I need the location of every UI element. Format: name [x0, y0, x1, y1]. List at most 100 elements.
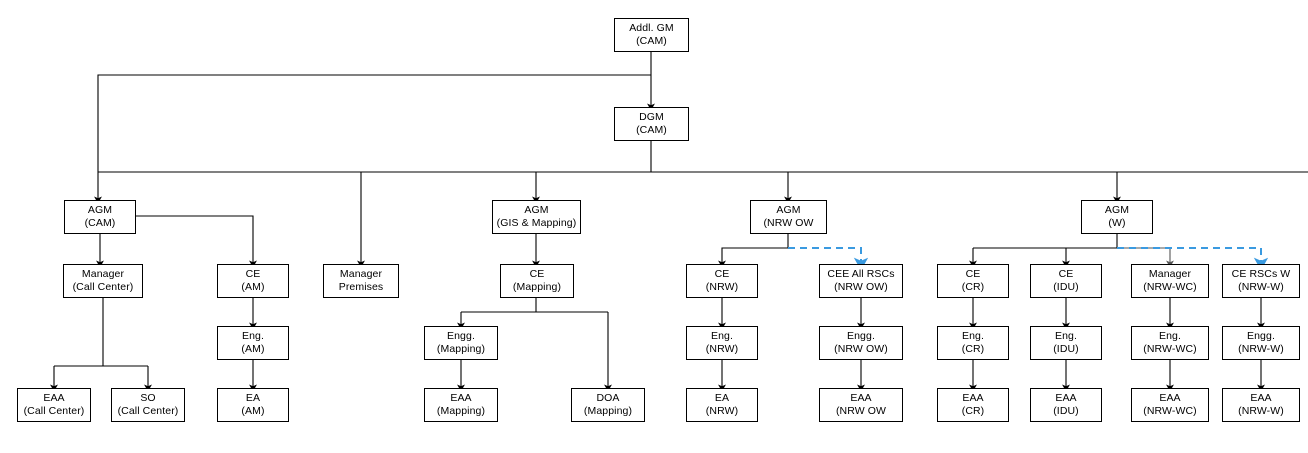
- org-node-eaa-mapping[interactable]: EAA(Mapping): [424, 388, 498, 422]
- node-title: CE: [965, 268, 981, 280]
- node-subtitle: (IDU): [1053, 281, 1079, 293]
- node-subtitle: (CR): [961, 405, 985, 417]
- org-node-eaa-call-center[interactable]: EAA(Call Center): [17, 388, 91, 422]
- node-title: Eng.: [242, 330, 264, 342]
- org-node-eaa-idu[interactable]: EAA(IDU): [1030, 388, 1102, 422]
- org-node-eaa-nrw-w[interactable]: EAA(NRW-W): [1222, 388, 1300, 422]
- org-node-agm-w[interactable]: AGM(W): [1081, 200, 1153, 234]
- node-subtitle: (NRW OW): [834, 281, 888, 293]
- org-node-eaa-nrw-wc[interactable]: EAA(NRW-WC): [1131, 388, 1209, 422]
- connector-agmw-to-mgr-nrwwc: [1117, 247, 1174, 268]
- node-title: DGM: [639, 111, 664, 123]
- node-title: CE RSCs W: [1231, 268, 1291, 280]
- node-title: AGM: [87, 204, 113, 216]
- node-subtitle: (NRW OW): [834, 343, 888, 355]
- org-node-ea-nrw[interactable]: EA(NRW): [686, 388, 758, 422]
- node-title: Manager: [1148, 268, 1192, 280]
- org-node-ce-rscs-w[interactable]: CE RSCs W(NRW-W): [1222, 264, 1300, 298]
- node-subtitle: (Mapping): [436, 405, 486, 417]
- node-title: EA: [245, 392, 261, 404]
- org-node-eaa-nrw-ow[interactable]: EAA(NRW OW: [819, 388, 903, 422]
- org-node-engg-nrw-w[interactable]: Engg.(NRW-W): [1222, 326, 1300, 360]
- node-title: Eng.: [962, 330, 984, 342]
- node-subtitle: (W): [1108, 217, 1126, 229]
- org-node-engg-nrw-ow[interactable]: Engg.(NRW OW): [819, 326, 903, 360]
- node-title: EAA: [850, 392, 872, 404]
- node-title: EAA: [1250, 392, 1272, 404]
- node-subtitle: (NRW-W): [1238, 343, 1284, 355]
- org-node-ea-am[interactable]: EA(AM): [217, 388, 289, 422]
- node-subtitle: (NRW): [705, 281, 739, 293]
- node-title: EAA: [962, 392, 984, 404]
- org-node-addl-gm-cam[interactable]: Addl. GM(CAM): [614, 18, 689, 52]
- node-subtitle: (CR): [961, 281, 985, 293]
- org-node-eng-nrw[interactable]: Eng.(NRW): [686, 326, 758, 360]
- node-title: AGM: [776, 204, 801, 216]
- node-subtitle: (AM): [241, 281, 265, 293]
- node-title: AGM: [524, 204, 549, 216]
- node-title: Eng.: [711, 330, 733, 342]
- org-node-eng-idu[interactable]: Eng.(IDU): [1030, 326, 1102, 360]
- node-subtitle: (NRW-WC): [1143, 343, 1197, 355]
- node-subtitle: (NRW-WC): [1143, 281, 1197, 293]
- org-node-eng-am[interactable]: Eng.(AM): [217, 326, 289, 360]
- node-title: Manager: [81, 268, 125, 280]
- node-title: EAA: [1055, 392, 1077, 404]
- node-subtitle: (IDU): [1053, 405, 1079, 417]
- org-node-eng-cr[interactable]: Eng.(CR): [937, 326, 1009, 360]
- org-node-ce-am[interactable]: CE(AM): [217, 264, 289, 298]
- org-node-agm-cam[interactable]: AGM(CAM): [64, 200, 136, 234]
- node-title: EAA: [450, 392, 472, 404]
- node-title: CE: [714, 268, 730, 280]
- node-title: CE: [529, 268, 545, 280]
- org-node-cee-all-rscs[interactable]: CEE All RSCs(NRW OW): [819, 264, 903, 298]
- org-node-so-call-center[interactable]: SO(Call Center): [111, 388, 185, 422]
- node-title: CE: [245, 268, 261, 280]
- org-node-doa-mapping[interactable]: DOA(Mapping): [571, 388, 645, 422]
- node-subtitle: (Mapping): [436, 343, 486, 355]
- node-subtitle: (NRW-WC): [1143, 405, 1197, 417]
- org-node-ce-nrw[interactable]: CE(NRW): [686, 264, 758, 298]
- org-node-agm-nrw-ow[interactable]: AGM(NRW OW: [750, 200, 827, 234]
- org-node-dgm-cam[interactable]: DGM(CAM): [614, 107, 689, 141]
- node-title: Engg.: [1247, 330, 1275, 342]
- connector-agmnrw-to-cee: [788, 247, 869, 271]
- node-subtitle: (Call Center): [117, 405, 179, 417]
- node-subtitle: (Call Center): [23, 405, 85, 417]
- node-subtitle: (CAM): [636, 124, 667, 136]
- org-node-manager-nrw-wc[interactable]: Manager(NRW-WC): [1131, 264, 1209, 298]
- node-subtitle: Premises: [338, 281, 384, 293]
- org-node-agm-gis-mapping[interactable]: AGM(GIS & Mapping): [492, 200, 581, 234]
- node-title: Eng.: [1055, 330, 1077, 342]
- node-subtitle: (NRW): [705, 343, 739, 355]
- connector-addlgm-to-leftbus: [97, 74, 651, 172]
- node-title: Engg.: [447, 330, 475, 342]
- node-subtitle: (Mapping): [512, 281, 562, 293]
- node-subtitle: (AM): [241, 405, 265, 417]
- connector-agmw-to-ce-rscs-w: [1117, 247, 1269, 271]
- org-node-engg-mapping[interactable]: Engg.(Mapping): [424, 326, 498, 360]
- org-node-ce-cr[interactable]: CE(CR): [937, 264, 1009, 298]
- node-subtitle: (NRW-W): [1238, 281, 1284, 293]
- node-title: Engg.: [847, 330, 875, 342]
- node-title: CEE All RSCs: [827, 268, 895, 280]
- node-title: EAA: [1159, 392, 1181, 404]
- node-subtitle: (GIS & Mapping): [496, 217, 577, 229]
- org-node-manager-call-center[interactable]: Manager(Call Center): [63, 264, 143, 298]
- node-subtitle: (AM): [241, 343, 265, 355]
- node-title: Manager: [339, 268, 383, 280]
- connector-agmcam-to-ce-am: [136, 215, 257, 268]
- node-subtitle: (IDU): [1053, 343, 1079, 355]
- node-subtitle: (CR): [961, 343, 985, 355]
- org-node-eaa-cr[interactable]: EAA(CR): [937, 388, 1009, 422]
- org-node-ce-mapping[interactable]: CE(Mapping): [500, 264, 574, 298]
- node-subtitle: (NRW OW: [835, 405, 887, 417]
- org-node-eng-nrw-wc[interactable]: Eng.(NRW-WC): [1131, 326, 1209, 360]
- node-title: EA: [714, 392, 730, 404]
- node-subtitle: (Mapping): [583, 405, 633, 417]
- org-node-ce-idu[interactable]: CE(IDU): [1030, 264, 1102, 298]
- node-subtitle: (CAM): [636, 35, 667, 47]
- node-title: CE: [1058, 268, 1074, 280]
